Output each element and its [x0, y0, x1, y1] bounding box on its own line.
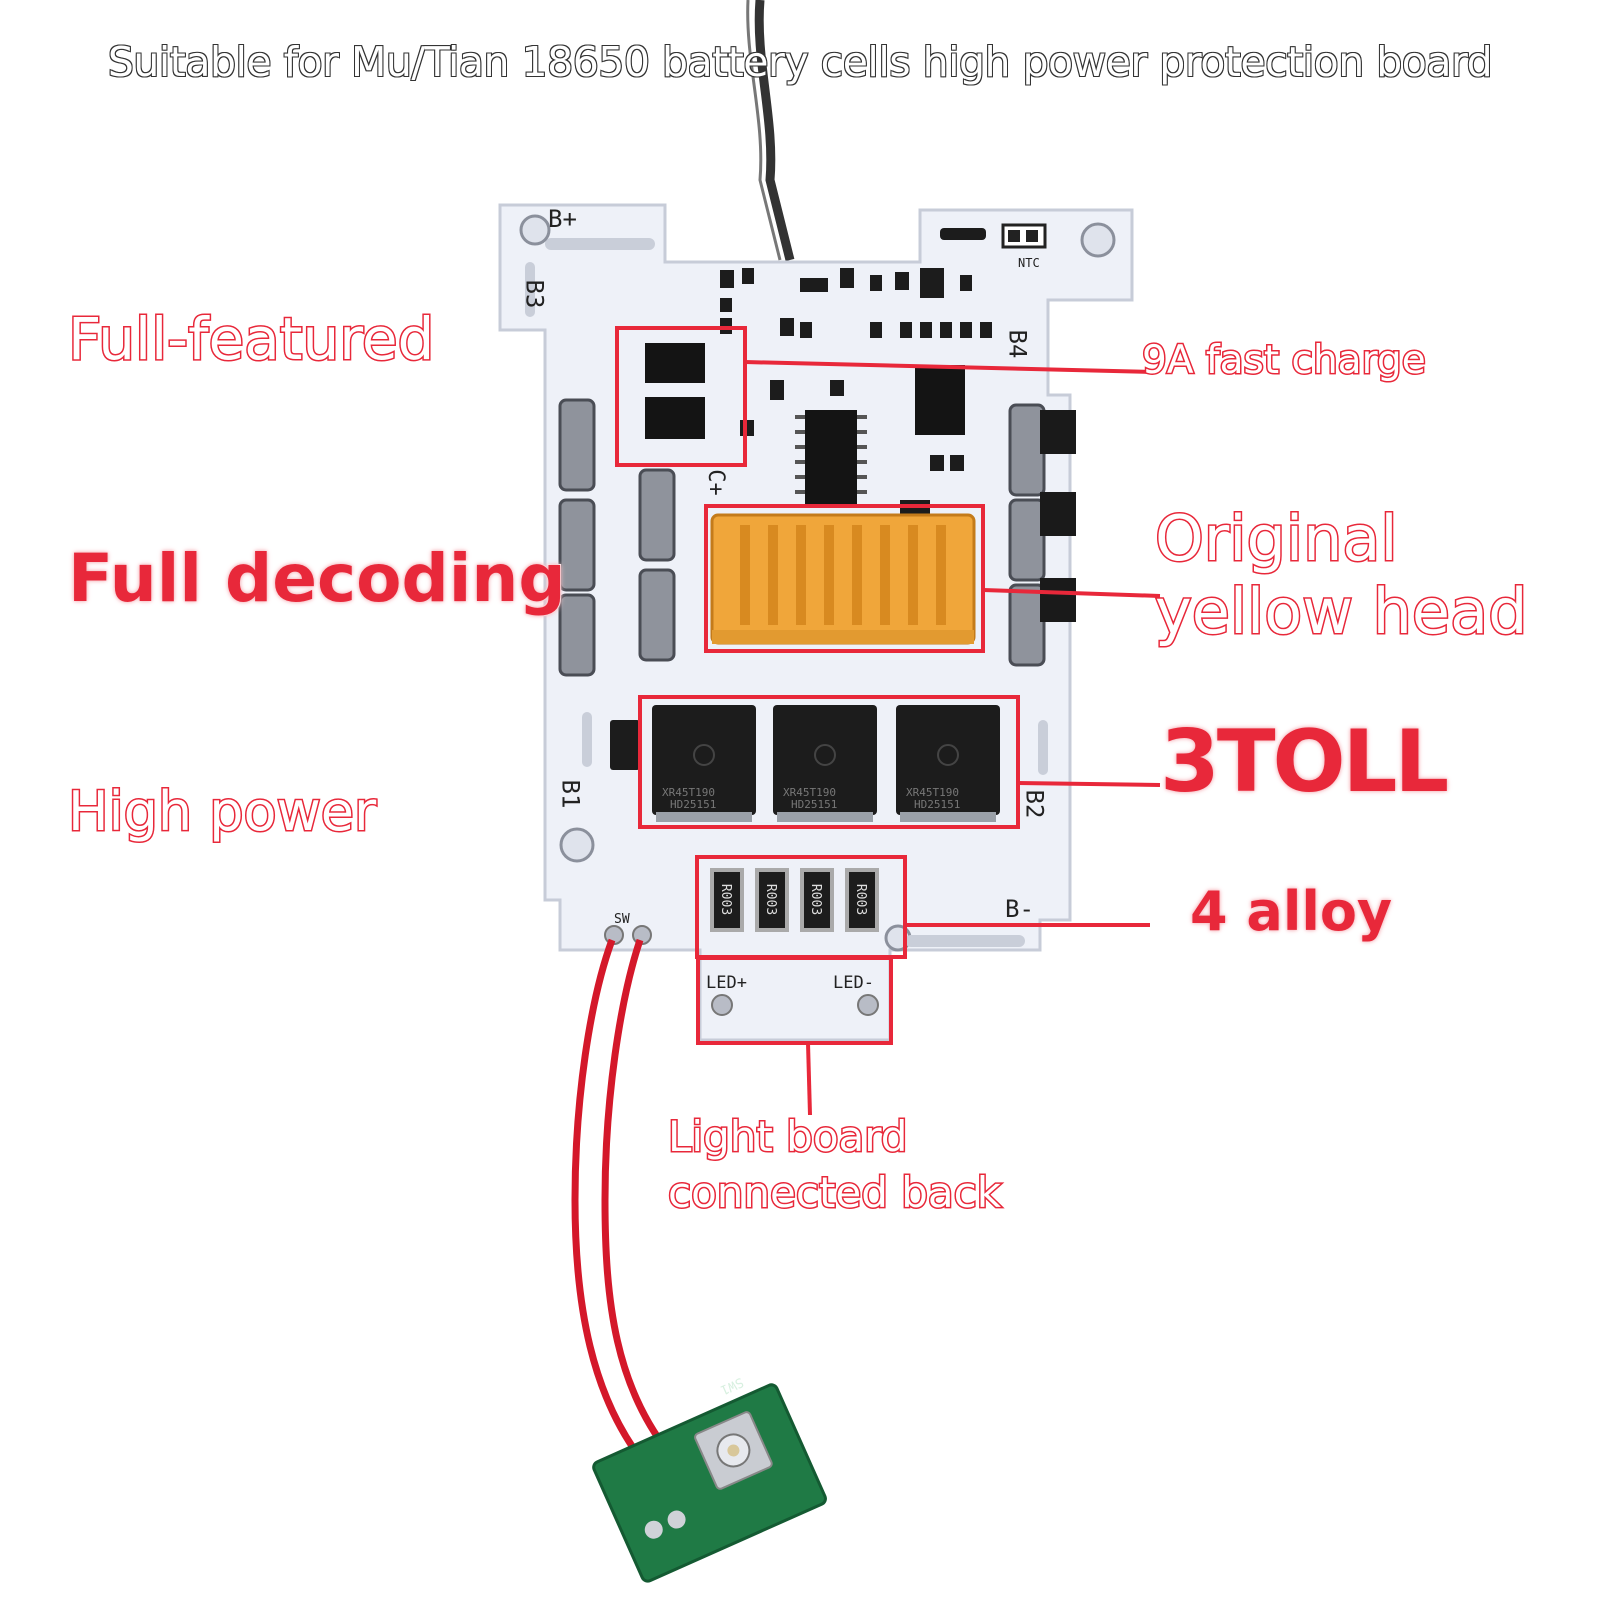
pcb-b2: B2 [1020, 789, 1049, 819]
resistor-4-code: R003 [853, 883, 869, 916]
mosfet-3-line1: XR45T190 [906, 786, 959, 799]
mosfet-2-line1: XR45T190 [783, 786, 836, 799]
pcb-led-plus: LED+ [706, 973, 747, 993]
pcb-b1: B1 [556, 779, 585, 809]
label-yellow-head-2: yellow head [1153, 574, 1528, 650]
pcb-bminus: B- [1005, 895, 1034, 923]
label-fast-charge: 9A fast charge [1141, 337, 1428, 385]
yellow-connector [710, 513, 976, 645]
label-high-power: High power [66, 779, 377, 845]
switch-board [592, 1383, 827, 1583]
pcb-cplus: C+ [702, 469, 728, 496]
red-wire [571, 938, 653, 1473]
page-title: Suitable for Mu/Tian 18650 battery cells… [107, 37, 1494, 87]
annotation-boxes [615, 326, 1020, 1045]
label-full-decoding: Full decoding [67, 539, 567, 618]
label-toll: 3TOLL [1159, 711, 1450, 813]
mosfet-3-line2: HD25151 [914, 798, 961, 811]
alloy-resistors [710, 868, 879, 932]
pcb-ntc: NTC [1018, 256, 1040, 270]
top-cable [754, 0, 795, 262]
mosfet-group [652, 705, 1000, 822]
label-alloy: 4 alloy [1189, 879, 1393, 944]
label-light-board-1: Light board [666, 1111, 908, 1163]
leader-lines [744, 360, 1161, 1116]
pcb-bplus: B+ [548, 205, 577, 233]
pcb-b4: B4 [1003, 329, 1032, 359]
mosfet-2-line2: HD25151 [791, 798, 838, 811]
mosfet-1-line2: HD25151 [670, 798, 717, 811]
label-full-featured: Full-featured [66, 304, 435, 375]
label-light-board-2: connected back [666, 1167, 1002, 1219]
pcb-b3: B3 [520, 279, 549, 309]
pcb-sw: SW [614, 912, 630, 927]
label-yellow-head-1: Original [1154, 501, 1400, 577]
mosfet-1-line1: XR45T190 [662, 786, 715, 799]
pcb-led-minus: LED- [833, 973, 874, 993]
resistor-3-code: R003 [808, 883, 824, 916]
resistor-2-code: R003 [763, 883, 779, 916]
resistor-1-code: R003 [718, 883, 734, 916]
